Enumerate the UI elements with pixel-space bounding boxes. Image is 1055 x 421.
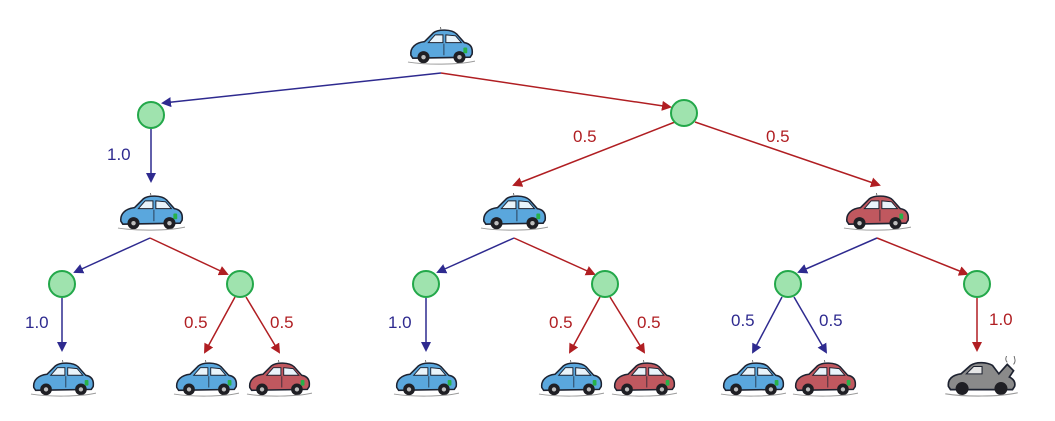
car-damaged-icon [792,360,858,397]
chance-node-a [48,270,76,298]
edge-chance-d-to-left-outcome [569,296,601,354]
car-good-icon [720,360,786,397]
edge-right-chance-to-left-car [512,121,676,187]
edge-chance-e-to-right-outcome [793,296,828,354]
chance-node-d [591,270,619,298]
edge-chance-b-to-right-outcome [245,296,281,354]
chance-node-f [963,270,991,298]
probability-label: 0.5 [731,311,755,330]
edge-chance-e-to-left-outcome [752,296,783,354]
edge-chance-d-to-right-outcome [609,296,646,354]
probability-label: 1.0 [107,145,131,164]
edge-car3-to-chance-e [797,237,878,274]
probability-label: 1.0 [989,310,1013,329]
probability-label: 0.5 [766,127,790,146]
car-damaged-icon [843,193,911,231]
probability-label: 1.0 [388,313,412,332]
car-good-icon [480,193,548,231]
edge-root-to-left-chance [161,72,442,108]
car-good-icon [393,360,459,397]
edge-car2-to-chance-d [513,237,596,276]
car-good-icon [173,360,239,397]
car-good-icon [407,27,475,65]
probability-label: 1.0 [25,313,49,332]
chance-node-e [774,270,802,298]
car-good-icon [538,360,604,397]
car-broken-icon [944,356,1018,397]
chance-node-right [670,99,698,127]
probability-label: 0.5 [819,311,843,330]
edge-car1-to-chance-a [73,237,151,274]
edge-chance-b-to-left-outcome [204,296,236,354]
chance-node-left [137,101,165,129]
probability-label: 0.5 [184,313,208,332]
probability-label: 0.5 [637,313,661,332]
probability-label: 0.5 [573,127,597,146]
edge-root-to-right-chance [440,72,672,111]
probability-label: 0.5 [549,313,573,332]
chance-node-b [226,270,254,298]
car-damaged-icon [246,360,312,397]
car-damaged-icon [611,360,677,397]
probability-label: 0.5 [270,313,294,332]
edge-car1-to-chance-b [149,237,229,276]
edge-right-chance-to-right-car [694,121,881,188]
car-good-icon [117,193,185,231]
car-good-icon [30,360,96,397]
chance-node-c [412,270,440,298]
edge-car3-to-chance-f [876,237,969,276]
edge-car2-to-chance-c [436,237,515,274]
